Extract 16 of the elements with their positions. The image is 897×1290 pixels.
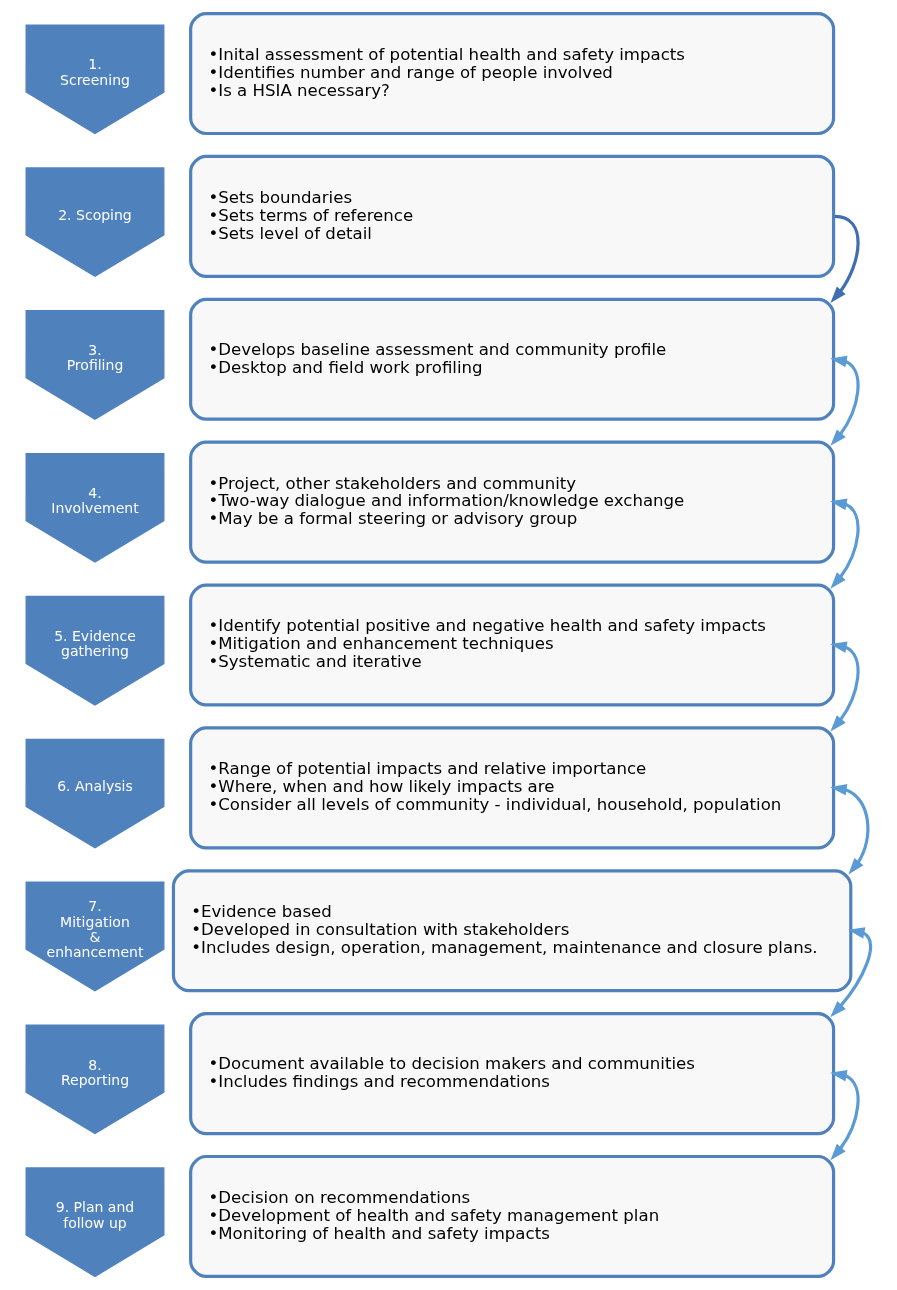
node-box: •Sets boundaries •Sets terms of reference •Sets level of detail (189, 154, 836, 278)
arrow (830, 1070, 860, 1161)
arrow (830, 214, 860, 303)
node-box: •Inital assessment of potential health and safety impacts •Identifies number and range of people involved •Is a HSIA necessary? (189, 11, 836, 136)
node-box: •Identify potential positive and negative health and safety impacts •Mitigation and enhancement techniques •Systematic and iterative (189, 583, 836, 707)
arrow (830, 783, 870, 875)
node-box: •Develops baseline assessment and community profile •Desktop and field work profiling (189, 297, 836, 421)
arrow (830, 927, 872, 1018)
node-box: •Decision on recommendations •Development of health and safety management plan •Monitoring of health and safety impacts (189, 1154, 836, 1279)
arrow (830, 641, 860, 732)
arrow (830, 498, 860, 589)
node-box: •Document available to decision makers and communities •Includes findings and recommendations (189, 1012, 836, 1136)
node-box: •Evidence based •Developed in consultation with stakeholders •Includes design, operation, management, maintenance and closure plans. (171, 869, 853, 993)
node-box: •Project, other stakeholders and community •Two-way dialogue and information/knowledge exchange •May be a formal steering or advisory group (189, 440, 836, 564)
node-box: •Range of potential impacts and relative importance •Where, when and how likely impacts are •Consider all levels of community - individual, household, population (189, 726, 836, 850)
arrow (830, 355, 860, 446)
